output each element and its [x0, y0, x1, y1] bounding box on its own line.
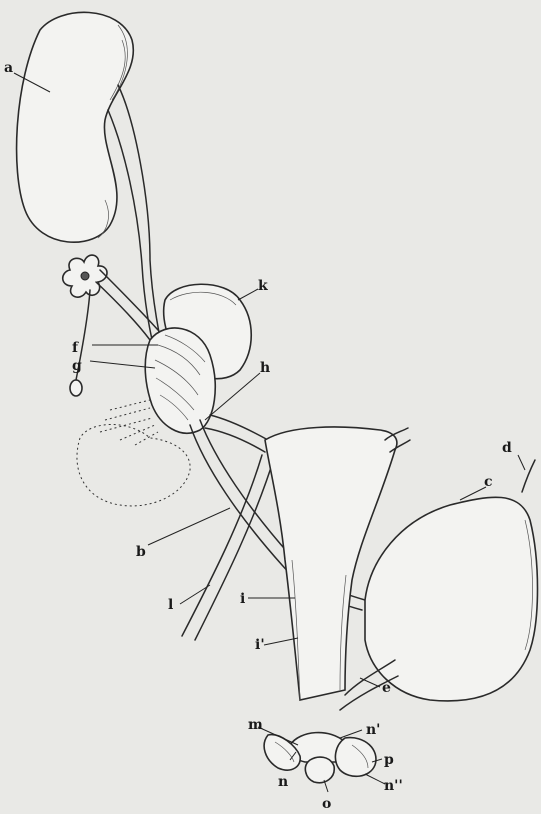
tube-l	[182, 455, 275, 640]
label-l: l	[168, 597, 173, 613]
label-d: d	[502, 440, 512, 456]
label-a: a	[4, 60, 13, 76]
label-k: k	[258, 278, 268, 294]
fimbriated-structure	[63, 255, 158, 396]
organ-c	[365, 460, 538, 701]
label-n-prime: n'	[366, 722, 380, 738]
label-i: i	[240, 591, 245, 607]
label-m: m	[248, 717, 263, 733]
label-b: b	[136, 544, 146, 560]
label-i-prime: i'	[255, 637, 265, 653]
coiled-body	[145, 328, 215, 433]
organ-a	[17, 12, 134, 242]
duct-from-a	[108, 85, 165, 360]
label-c: c	[484, 474, 493, 490]
label-h: h	[260, 360, 270, 376]
label-n-double-prime: n''	[384, 778, 403, 794]
tube-h	[205, 415, 268, 452]
label-n: n	[278, 774, 288, 790]
label-g: g	[72, 358, 82, 374]
label-f: f	[72, 340, 79, 356]
label-e: e	[382, 680, 391, 696]
label-p: p	[384, 752, 394, 768]
label-o: o	[322, 796, 331, 812]
